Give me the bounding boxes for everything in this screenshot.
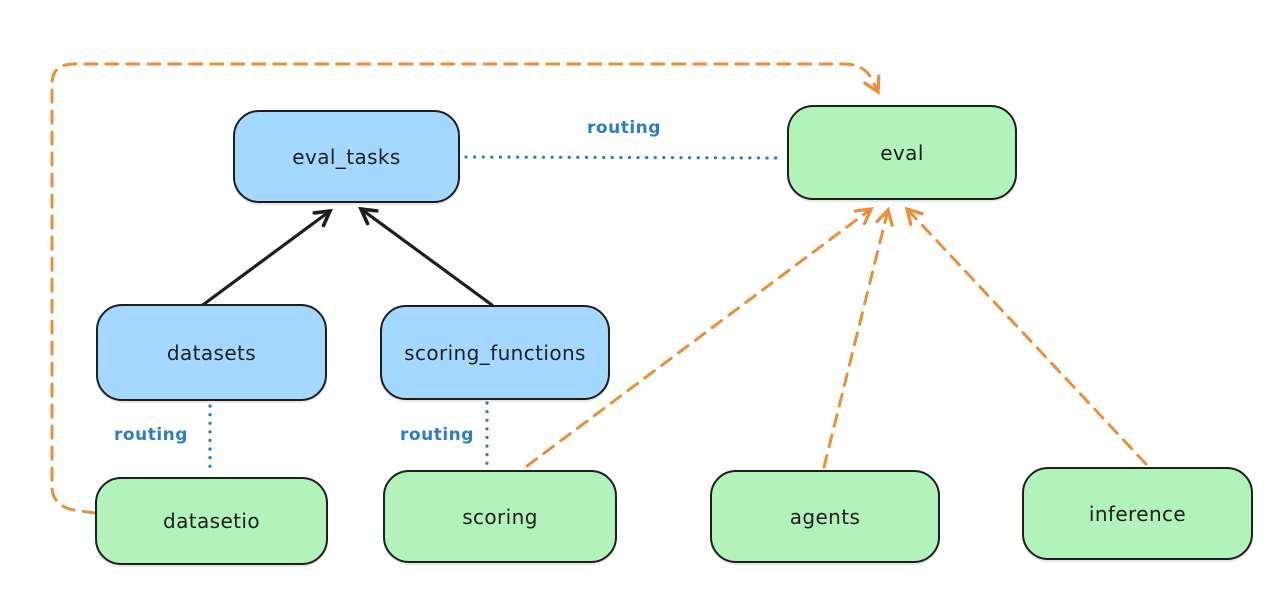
node-eval-label: eval — [880, 140, 924, 165]
edge-datasetio-to-eval — [50, 62, 881, 515]
node-scoring-functions: scoring_functions — [380, 305, 610, 400]
node-agents: agents — [710, 470, 940, 563]
edge-inference-to-eval — [904, 206, 1148, 466]
node-scoring: scoring — [383, 470, 617, 563]
edge-scoring-to-eval — [525, 206, 874, 468]
edge-scoring-functions-to-eval-tasks — [358, 206, 494, 307]
node-datasets: datasets — [96, 304, 327, 401]
edge-datasets-to-eval-tasks — [198, 208, 333, 309]
node-inference-label: inference — [1088, 501, 1187, 526]
node-agents-label: agents — [789, 504, 861, 529]
edge-label-routing-top: routing — [587, 118, 661, 138]
node-scoring-label: scoring — [462, 504, 538, 529]
node-eval-tasks-label: eval_tasks — [292, 144, 401, 169]
node-eval-tasks: eval_tasks — [233, 110, 460, 203]
node-datasetio: datasetio — [95, 477, 328, 565]
node-scoring-functions-label: scoring_functions — [404, 340, 586, 365]
node-inference: inference — [1022, 467, 1253, 560]
node-eval: eval — [787, 105, 1017, 200]
edge-label-routing-left: routing — [114, 425, 188, 445]
edge-agents-to-eval — [822, 206, 894, 469]
node-datasets-label: datasets — [166, 340, 257, 365]
edge-routing-eval-tasks-to-eval — [464, 155, 786, 160]
node-datasetio-label: datasetio — [162, 509, 260, 533]
edge-label-routing-middle: routing — [400, 425, 474, 445]
